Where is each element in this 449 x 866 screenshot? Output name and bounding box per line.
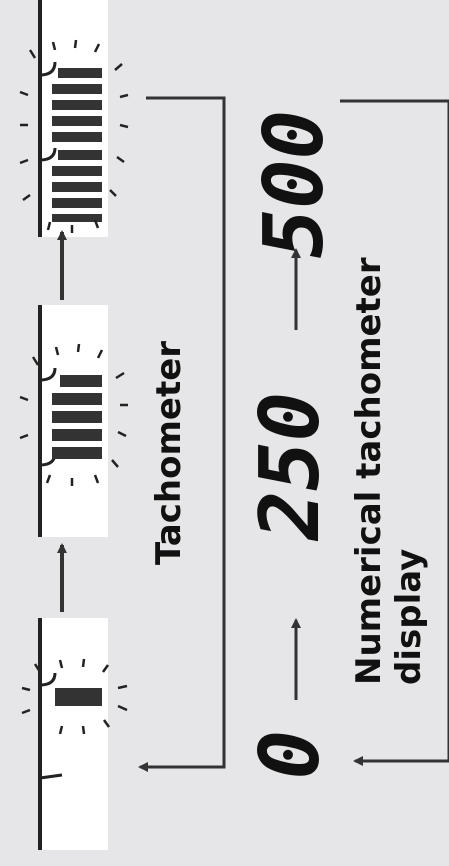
numerical-tachometer-label: Numerical tachometer bbox=[349, 257, 389, 685]
tach-bar bbox=[58, 68, 102, 78]
numeric-readout-0: 0 bbox=[243, 730, 338, 779]
tach-bar bbox=[52, 198, 102, 208]
tach-bar bbox=[52, 100, 102, 110]
tach-bar bbox=[52, 166, 102, 176]
arrow-tach-reset bbox=[138, 96, 226, 772]
tach-bar bbox=[52, 116, 102, 126]
tach-panel-3 bbox=[38, 618, 108, 850]
tach-bar bbox=[52, 214, 102, 222]
tach-bar bbox=[52, 84, 102, 94]
tach-bar bbox=[52, 132, 102, 142]
display-label: display bbox=[389, 549, 429, 685]
numeric-readout-500: 500 bbox=[247, 110, 342, 258]
tach-bar bbox=[52, 447, 102, 459]
tach-bar bbox=[52, 411, 102, 423]
tachometer-half bbox=[19, 343, 128, 486]
tach-bar bbox=[52, 429, 102, 441]
tach-bar bbox=[58, 150, 102, 160]
numeric-readout-250: 250 bbox=[243, 392, 338, 542]
tachometer-low bbox=[21, 658, 128, 780]
tach-bar bbox=[52, 182, 102, 192]
tach-bar bbox=[55, 688, 102, 706]
arrow-numeric-reset bbox=[340, 99, 449, 766]
tach-bar bbox=[52, 393, 102, 405]
tach-bar bbox=[60, 375, 102, 387]
tachometer-label: Tachometer bbox=[149, 341, 189, 565]
tachometer-full bbox=[19, 39, 129, 233]
